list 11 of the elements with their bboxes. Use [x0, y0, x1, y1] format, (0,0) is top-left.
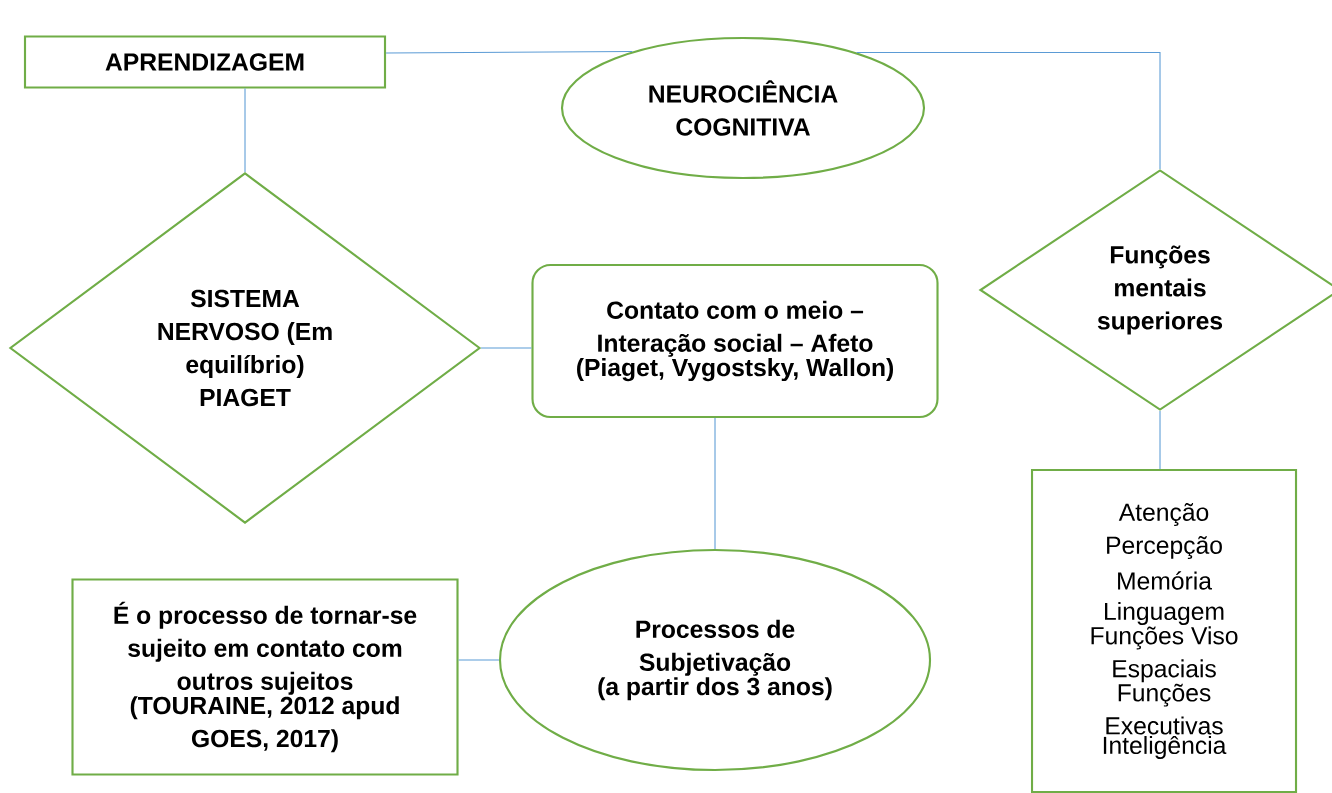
connector-line [244, 88, 246, 173]
text-box: É o processo de tornar-se sujeito em contato com outros sujeitos (TOURAINE, 2012 apud GOES, 2017) [71, 578, 459, 776]
connector-line [385, 51, 633, 54]
connector-line [714, 417, 716, 550]
connector-line [1159, 410, 1161, 470]
title-box: APRENDIZAGEM [23, 35, 387, 89]
rounded-box: Contato com o meio – Interação social – Afeto (Piaget, Vygostsky, Wallon) [531, 263, 939, 419]
list-box: Atenção Percepção Memória Linguagem Funções Viso Espaciais Funções Executivas Inteligência [1030, 468, 1298, 793]
connector-line [480, 347, 532, 349]
connector-line [458, 659, 500, 661]
connector-line [856, 52, 1161, 170]
